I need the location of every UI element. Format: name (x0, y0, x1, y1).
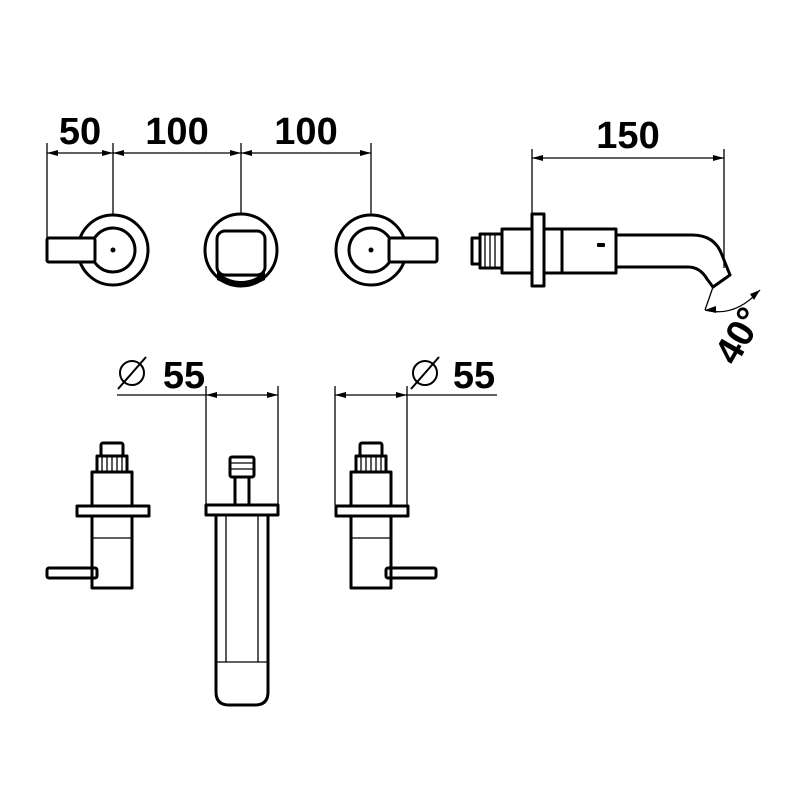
center-spout-front-view (204, 455, 280, 707)
left-valve-top-view (45, 213, 150, 287)
left-valve-front-view (45, 441, 151, 590)
right-valve-top-view (334, 213, 439, 287)
spout-side-view (470, 149, 761, 313)
dim-handle-offset: 50 (59, 111, 101, 153)
dim-diameter-left: 55 (163, 355, 205, 397)
diameter-symbol-right (412, 360, 438, 386)
dim-spacing-right: 100 (274, 111, 337, 153)
dim-diameter-right: 55 (453, 355, 495, 397)
diameter-dimension-left (117, 356, 279, 505)
dim-spout-length: 150 (596, 115, 659, 157)
top-dimension-chain (46, 143, 372, 262)
dim-spacing-left: 100 (145, 111, 208, 153)
right-valve-front-view (334, 441, 438, 590)
center-spout-top-view (203, 212, 279, 288)
diameter-dimension-right (334, 356, 497, 505)
diameter-symbol-left (119, 360, 145, 386)
